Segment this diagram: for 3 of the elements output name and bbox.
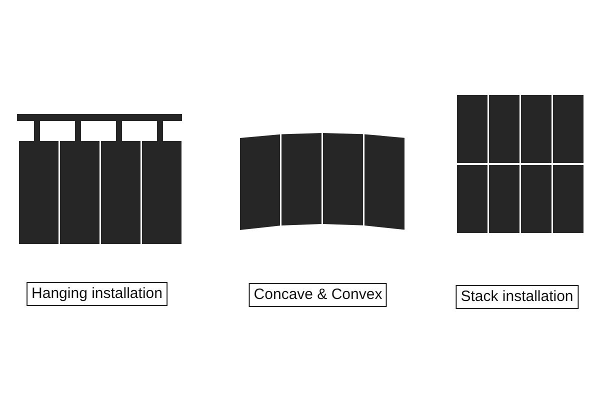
caption-box: Concave & Convex (248, 283, 388, 307)
caption-box: Hanging installation (26, 282, 168, 306)
caption-box: Stack installation (456, 285, 578, 309)
